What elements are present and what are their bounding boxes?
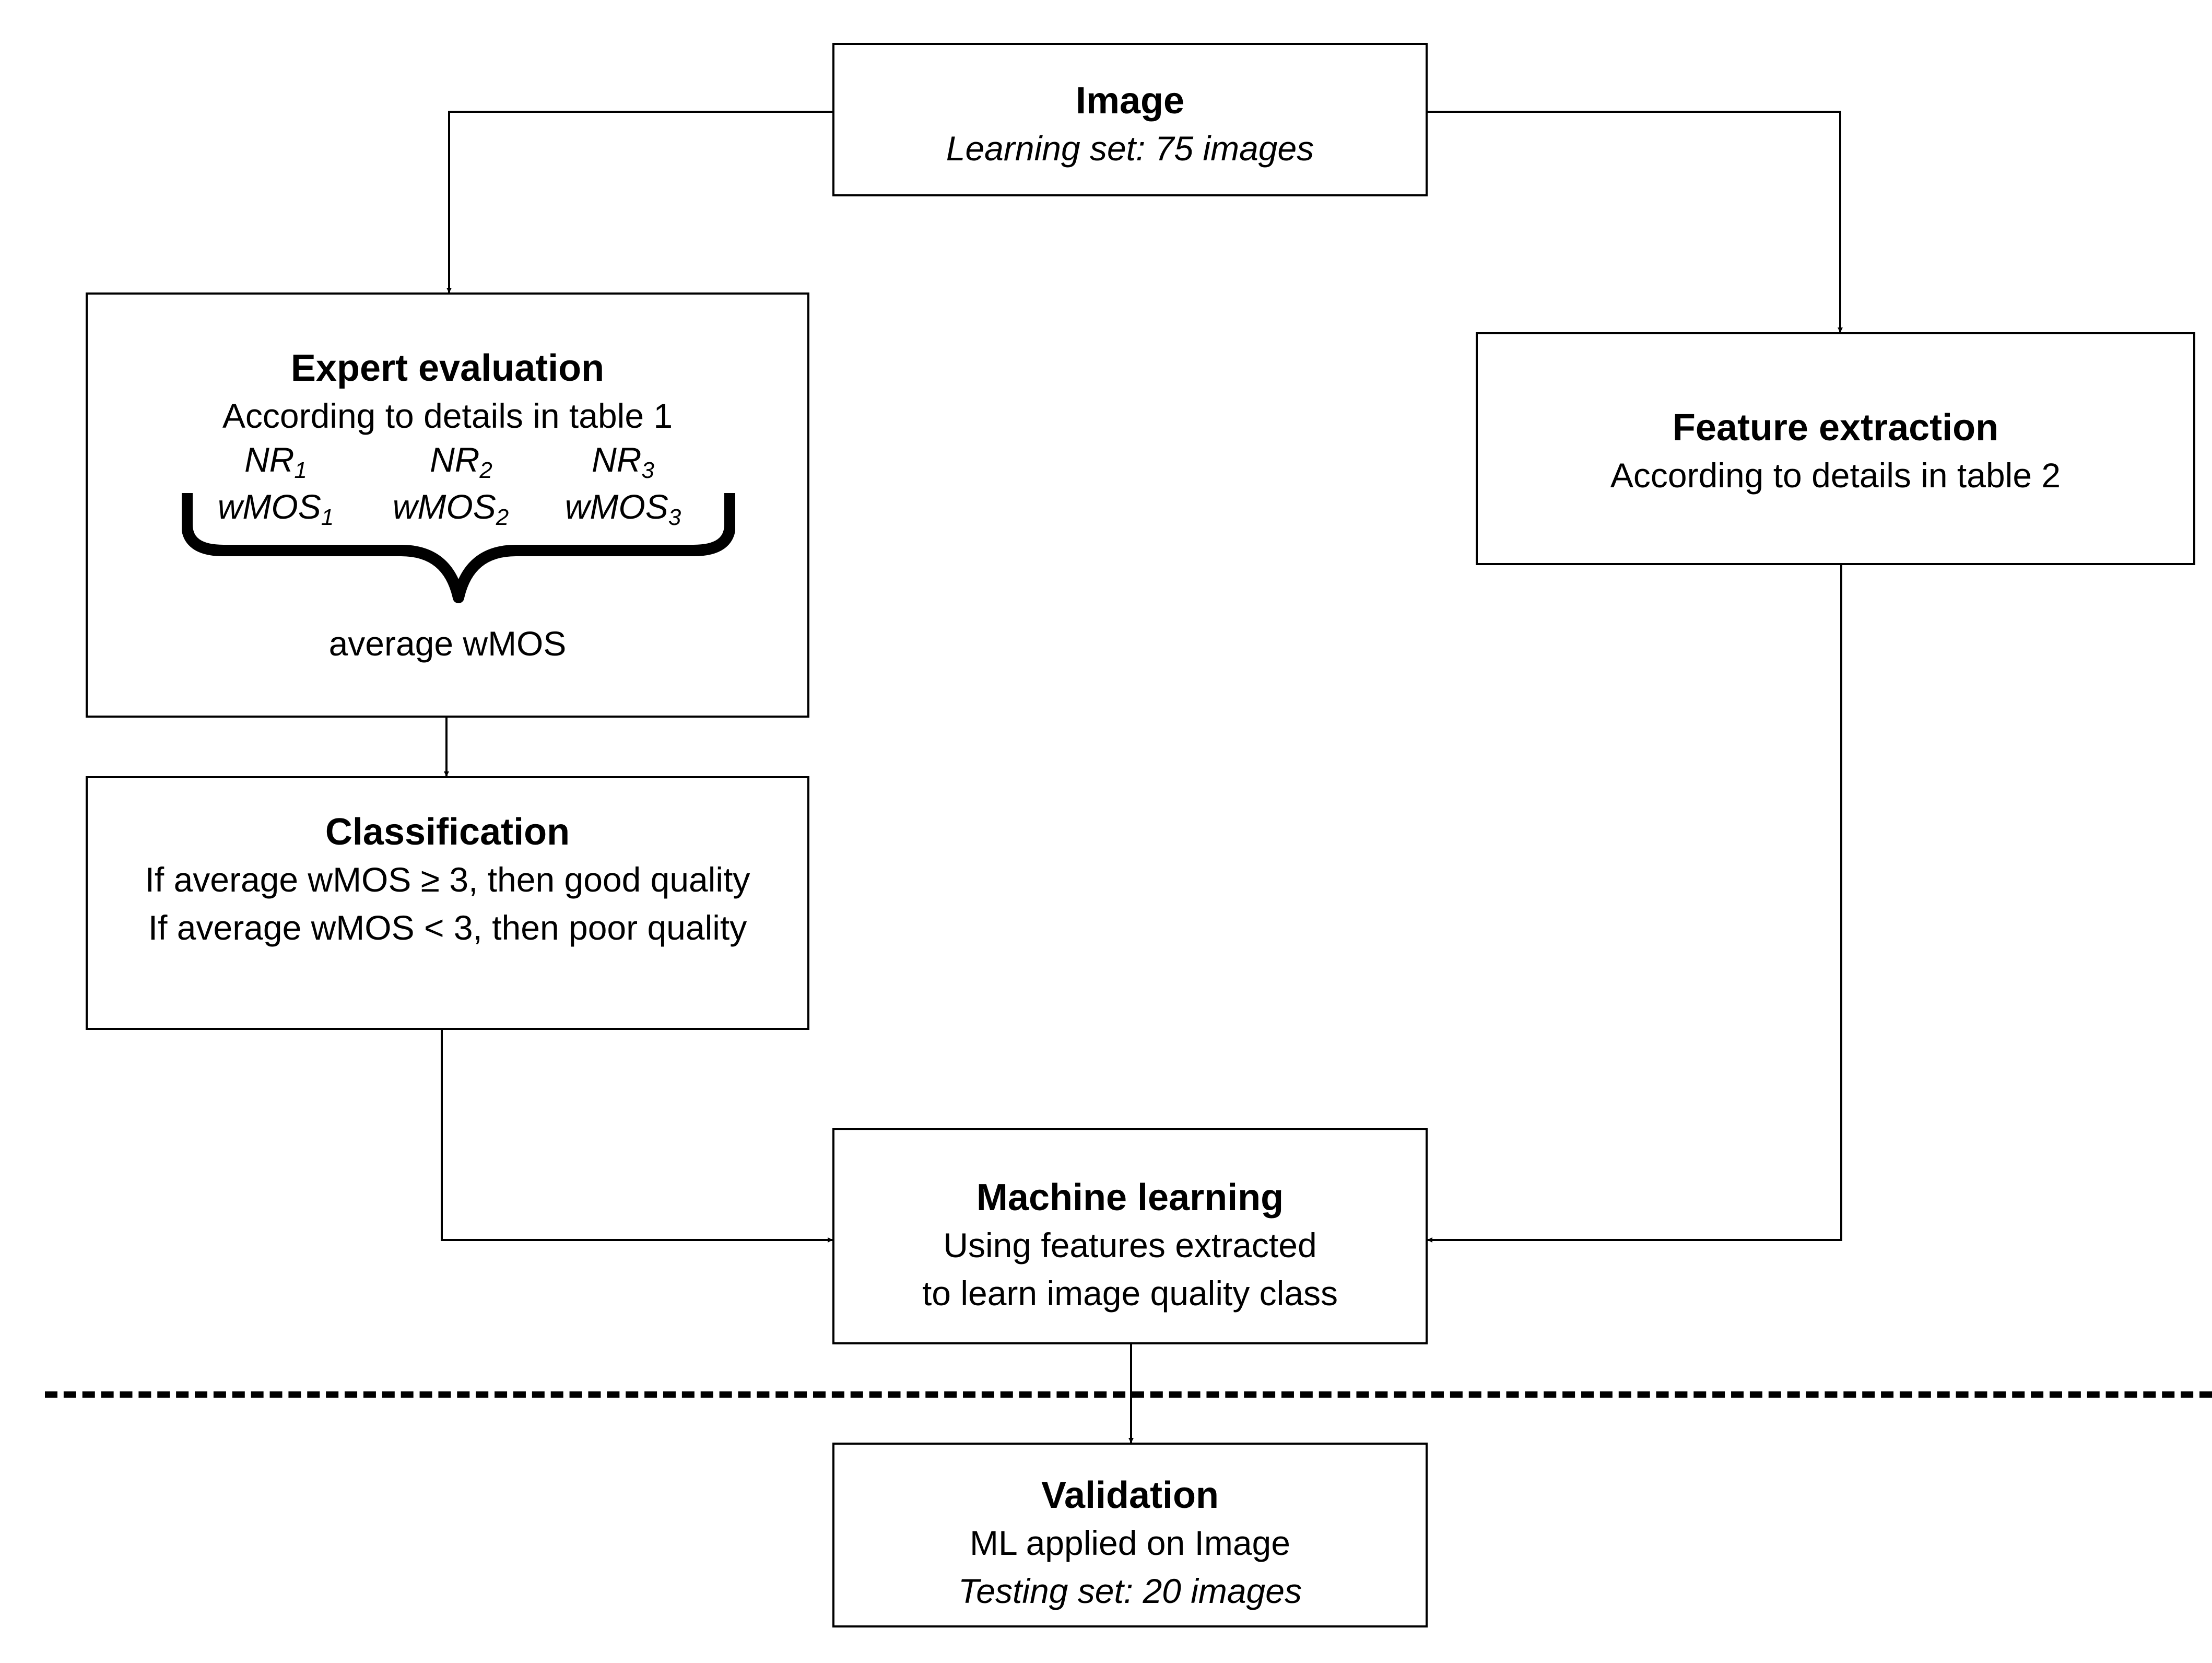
feature-extraction-title: Feature extraction [1672, 407, 1999, 449]
rater-1-score: wMOS1 [217, 487, 334, 531]
expert-evaluation-box: Expert evaluation According to details i… [86, 292, 809, 718]
rater-score-row: wMOS1 wMOS2 wMOS3 [88, 487, 807, 534]
arrow-feature-to-ml [1427, 565, 1842, 1243]
expert-evaluation-title: Expert evaluation [290, 347, 605, 389]
rater-3-score: wMOS3 [564, 487, 681, 531]
learning-testing-divider [45, 1391, 2212, 1398]
machine-learning-box: Machine learning Using features extracte… [832, 1128, 1428, 1344]
rater-1-label: NR1 [244, 440, 307, 484]
classification-title: Classification [325, 811, 570, 853]
machine-learning-line-1: Using features extracted [943, 1226, 1317, 1264]
validation-box: Validation ML applied on Image Testing s… [832, 1443, 1428, 1627]
rater-3-label: NR3 [592, 440, 654, 484]
classification-box: Classification If average wMOS ≥ 3, then… [86, 776, 809, 1030]
validation-title: Validation [1041, 1474, 1219, 1516]
machine-learning-title: Machine learning [976, 1177, 1284, 1219]
image-box-title: Image [1075, 80, 1185, 122]
expert-evaluation-detail: According to details in table 1 [222, 396, 673, 435]
arrow-classification-to-ml [441, 1030, 833, 1243]
rater-name-row: NR1 NR2 NR3 [88, 440, 807, 487]
feature-extraction-detail: According to details in table 2 [1610, 456, 2061, 495]
rater-2-score: wMOS2 [392, 487, 509, 531]
average-wmos-label: average wMOS [328, 624, 567, 663]
arrow-image-to-expert [446, 111, 832, 293]
testing-set-label: Testing set: 20 images [958, 1572, 1302, 1611]
arrow-image-to-feature [1428, 111, 1843, 333]
rater-2-label: NR2 [430, 440, 492, 484]
image-box: Image Learning set: 75 images [832, 43, 1428, 196]
averaging-brace-icon [182, 493, 735, 603]
feature-extraction-box: Feature extraction According to details … [1476, 332, 2195, 565]
machine-learning-line-2: to learn image quality class [922, 1274, 1338, 1313]
learning-set-label: Learning set: 75 images [946, 129, 1314, 168]
poor-quality-rule: If average wMOS < 3, then poor quality [148, 908, 747, 947]
good-quality-rule: If average wMOS ≥ 3, then good quality [145, 860, 750, 899]
validation-line-1: ML applied on Image [970, 1524, 1290, 1562]
